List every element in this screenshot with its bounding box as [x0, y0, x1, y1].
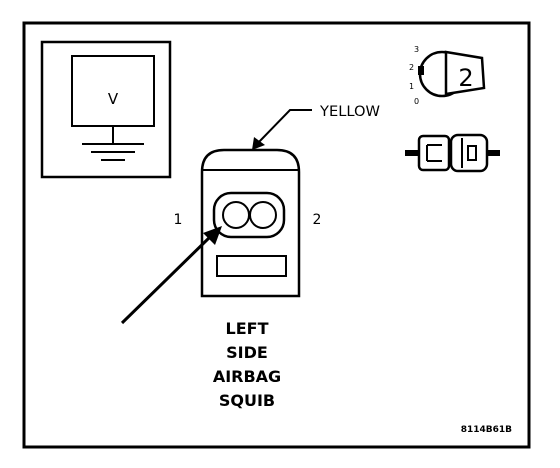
key-scale-2: 2 — [409, 63, 414, 72]
squib-connector: 1 2 — [174, 148, 322, 298]
key-scale-3: 3 — [414, 45, 419, 54]
plug-wire-right — [487, 150, 500, 156]
terminal-1 — [222, 201, 250, 229]
component-label-line-4: SQUIB — [219, 391, 275, 410]
plug-wire-left — [405, 150, 419, 156]
probe-arrow — [120, 226, 222, 325]
pin-1-label: 1 — [174, 212, 183, 228]
figure-id: 8114B61B — [461, 425, 512, 435]
key-head — [444, 50, 486, 96]
plug-male-half — [417, 134, 451, 172]
wire-color-label: YELLOW — [319, 104, 380, 120]
voltmeter-symbol: V — [108, 90, 119, 108]
component-label: LEFT SIDE AIRBAG SQUIB — [213, 319, 281, 410]
component-label-line-3: AIRBAG — [213, 367, 281, 386]
connector-body — [200, 148, 301, 298]
key-scale-0: 0 — [414, 97, 419, 106]
wire-color-leader-line — [257, 109, 312, 144]
key-dial-value: 2 — [458, 64, 473, 92]
terminal-2 — [249, 201, 277, 229]
key-position-marker — [418, 66, 424, 75]
pin-2-label: 2 — [313, 212, 322, 228]
connector-terminal-housing — [212, 191, 286, 239]
probe-arrowhead — [203, 226, 222, 245]
component-label-line-1: LEFT — [226, 319, 269, 338]
voltmeter: V — [40, 40, 172, 179]
connector-latch — [216, 255, 287, 277]
voltmeter-outer-box — [40, 40, 172, 179]
probe-arrow-line — [120, 233, 214, 325]
wire-color-callout: YELLOW — [252, 104, 380, 150]
ignition-switch-icon: 3 2 1 0 2 — [409, 45, 486, 106]
connector-plug-icon — [405, 133, 500, 173]
key-scale-1: 1 — [409, 82, 414, 91]
diagram-frame — [22, 21, 531, 449]
plug-female-slot — [467, 145, 477, 161]
component-label-line-2: SIDE — [226, 343, 268, 362]
wire-color-arrowhead — [252, 137, 265, 150]
